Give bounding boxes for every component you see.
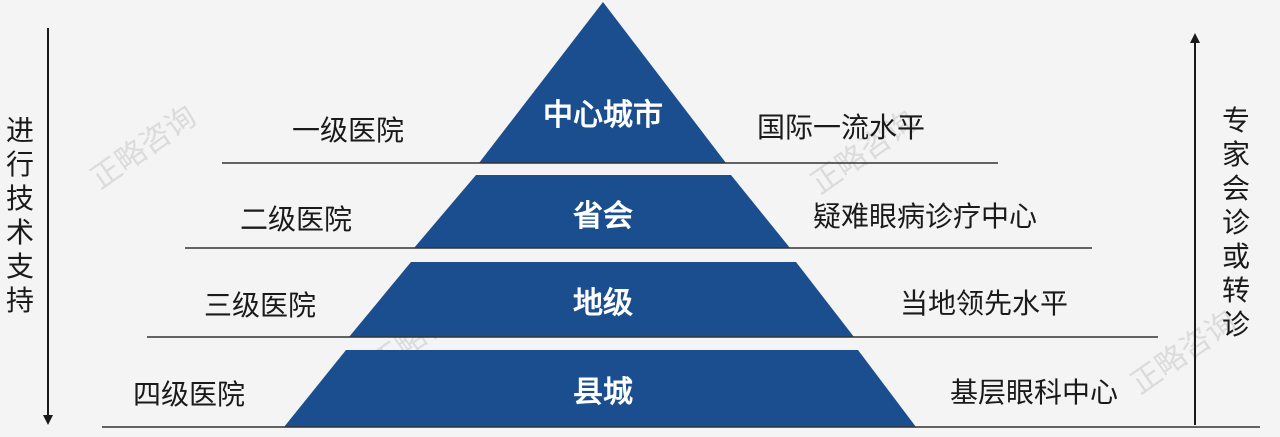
hospital-label-4: 四级医院 — [133, 378, 245, 411]
capability-label-4: 基层眼科中心 — [950, 376, 1118, 409]
capability-label-1: 国际一流水平 — [757, 111, 925, 144]
hospital-label-1: 一级医院 — [292, 114, 404, 147]
hospital-label-2: 二级医院 — [240, 203, 352, 236]
hospital-label-3: 三级医院 — [204, 289, 316, 322]
pyramid-tier-2 — [414, 175, 790, 248]
pyramid-tier-3 — [349, 262, 854, 337]
tier-label-4: 县城 — [573, 375, 633, 410]
pyramid-tier-1 — [479, 2, 726, 163]
capability-label-3: 当地领先水平 — [900, 287, 1068, 320]
tier-label-1: 中心城市 — [543, 98, 663, 133]
watermark-1: 正略咨询 — [85, 99, 203, 196]
pyramid-tier-4 — [284, 350, 916, 427]
tier-label-2: 省会 — [573, 199, 633, 234]
capability-label-2: 疑难眼病诊疗中心 — [813, 200, 1037, 233]
tier-label-3: 地级 — [573, 286, 633, 321]
right-axis-label: 专家会诊或转诊 — [1221, 104, 1250, 341]
left-axis-label: 进行技术支持 — [5, 114, 34, 317]
